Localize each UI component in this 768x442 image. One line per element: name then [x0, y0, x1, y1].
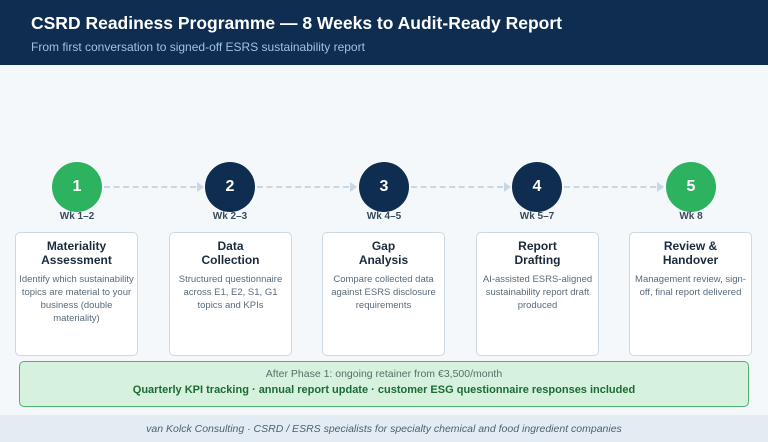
header-banner: CSRD Readiness Programme — 8 Weeks to Au… — [0, 0, 768, 65]
step-title: Report Drafting — [514, 239, 561, 267]
step-description: Identify which sustainability topics are… — [19, 274, 134, 324]
step-card-3: Gap Analysis Compare collected data agai… — [322, 232, 445, 356]
arrowhead-2-3 — [350, 182, 357, 192]
retainer-price: After Phase 1: ongoing retainer from €3,… — [265, 368, 503, 380]
connector-2-3 — [257, 186, 349, 188]
step-circle-5: 5 — [666, 162, 716, 212]
step-circle-2: 2 — [205, 162, 255, 212]
arrowhead-3-4 — [504, 182, 511, 192]
step-card-1: Materiality Assessment Identify which su… — [15, 232, 138, 356]
step-title: Data Collection — [201, 239, 260, 267]
step-week-3: Wk 4–5 — [366, 211, 402, 222]
page-subtitle: From first conversation to signed-off ES… — [31, 40, 365, 54]
connector-1-2 — [104, 186, 196, 188]
step-circle-4: 4 — [512, 162, 562, 212]
arrowhead-4-5 — [657, 182, 664, 192]
arrowhead-1-2 — [197, 182, 204, 192]
step-week-2: Wk 2–3 — [212, 211, 248, 222]
step-circle-3: 3 — [359, 162, 409, 212]
step-week-5: Wk 8 — [679, 211, 703, 222]
step-description: Structured questionnaire across E1, E2, … — [178, 274, 283, 311]
retainer-banner: After Phase 1: ongoing retainer from €3,… — [19, 361, 749, 407]
step-card-4: Report Drafting AI-assisted ESRS-aligned… — [476, 232, 599, 356]
step-card-5: Review & Handover Management review, sig… — [629, 232, 752, 356]
retainer-inclusions: Quarterly KPI tracking · annual report u… — [132, 384, 636, 396]
page-title: CSRD Readiness Programme — 8 Weeks to Au… — [31, 13, 562, 33]
step-title: Materiality Assessment — [41, 239, 112, 267]
connector-4-5 — [564, 186, 656, 188]
step-week-4: Wk 5–7 — [519, 211, 555, 222]
step-description: Management review, sign-off, final repor… — [635, 274, 746, 298]
step-circle-1: 1 — [52, 162, 102, 212]
step-week-1: Wk 1–2 — [59, 211, 95, 222]
step-description: AI-assisted ESRS-aligned sustainability … — [482, 274, 593, 311]
connector-3-4 — [411, 186, 503, 188]
footer-credit: van Kolck Consulting · CSRD / ESRS speci… — [0, 415, 768, 442]
step-card-2: Data Collection Structured questionnaire… — [169, 232, 292, 356]
step-title: Gap Analysis — [358, 239, 409, 267]
step-description: Compare collected data against ESRS disc… — [331, 274, 436, 311]
step-title: Review & Handover — [662, 239, 719, 267]
